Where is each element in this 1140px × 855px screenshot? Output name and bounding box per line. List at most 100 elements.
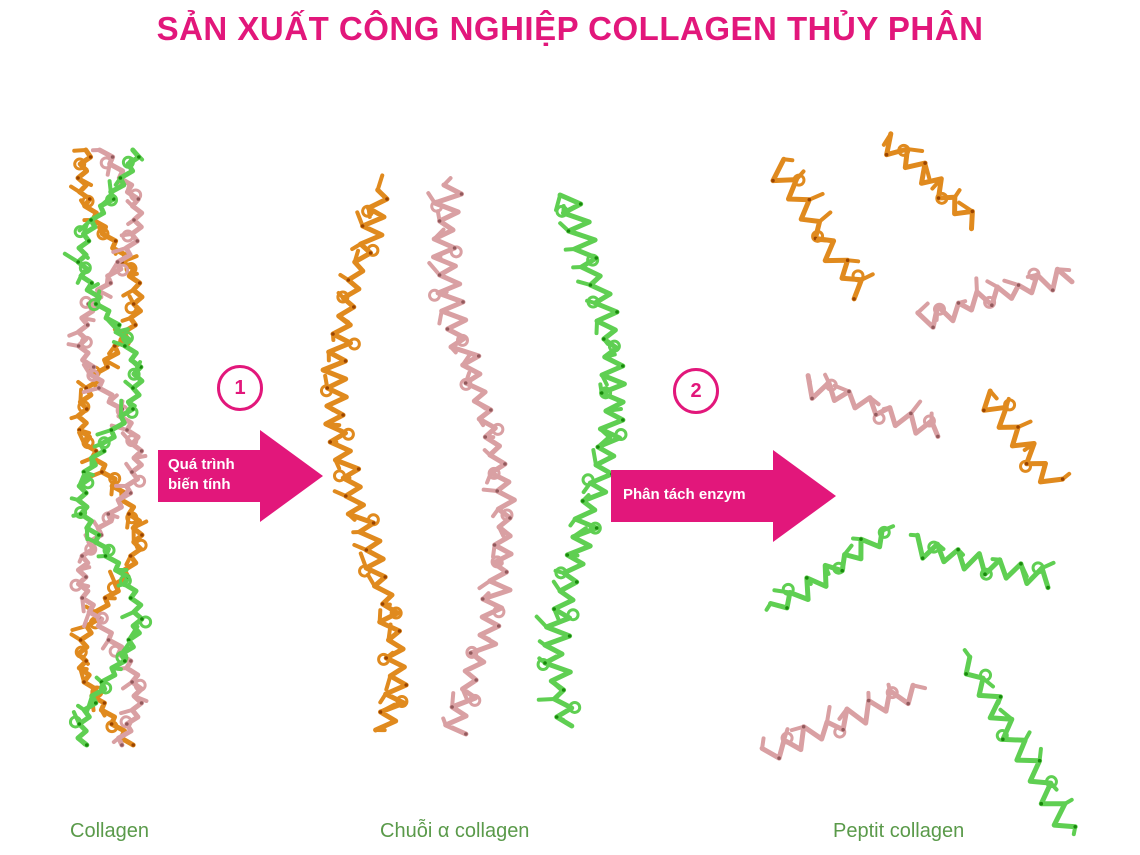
- peptide-fragment-2-side-stick: [930, 176, 944, 191]
- alpha-chain-pink-side-stick: [432, 227, 446, 241]
- alpha-chain-green-side-stick: [536, 697, 557, 702]
- peptide-fragment-8-ring: [780, 731, 794, 745]
- helix-strand-3-atom: [93, 701, 98, 705]
- helix-strand-1-ring: [108, 472, 122, 486]
- helix-strand-1-ring: [125, 511, 139, 525]
- helix-strand-1-atom: [84, 407, 89, 411]
- alpha-chain-green-side-stick: [576, 279, 593, 287]
- alpha-chain-green-side-stick: [552, 607, 561, 623]
- helix-strand-2-ring: [116, 263, 130, 277]
- helix-strand-1-side-stick: [109, 484, 115, 497]
- peptide-fragment-7-side-stick: [1018, 561, 1029, 579]
- helix-strand-1-side-stick: [99, 708, 107, 718]
- helix-strand-2-atom: [135, 239, 140, 243]
- peptide-fragment-2-ring: [897, 143, 911, 157]
- helix-strand-3-side-stick: [85, 694, 94, 713]
- step-2-label: Phân tách enzym: [623, 486, 746, 503]
- peptide-fragment-5-atom: [982, 408, 986, 413]
- peptide-fragment-5-side-stick: [988, 388, 999, 401]
- alpha-chain-orange-ring: [389, 606, 403, 620]
- helix-strand-3-atom: [89, 281, 94, 285]
- peptide-fragment-7-side-stick: [977, 551, 986, 569]
- peptide-fragment-2-atom: [923, 161, 927, 165]
- helix-strand-3-side-stick: [77, 472, 86, 488]
- peptide-fragment-2-atom: [884, 152, 889, 157]
- helix-strand-3-atom: [123, 344, 127, 348]
- peptide-fragment-9-atom: [998, 694, 1003, 699]
- peptide-fragment-4-atom: [909, 411, 913, 416]
- alpha-chain-orange-side-stick: [355, 210, 365, 228]
- collagen-triple-helix: [62, 147, 153, 748]
- alpha-chain-green-side-stick: [598, 427, 613, 440]
- alpha-chain-green-ring: [614, 427, 628, 441]
- alpha-chain-pink-atom: [463, 381, 468, 385]
- alpha-chain-green-atom: [621, 418, 625, 422]
- helix-strand-1-ring: [73, 157, 87, 171]
- helix-strand-3-atom: [131, 407, 135, 411]
- peptide-fragment-3-atom: [956, 301, 961, 305]
- peptide-fragment-1-ring: [851, 269, 865, 283]
- helix-strand-2-atom: [76, 344, 81, 348]
- helix-strand-3-ring: [81, 476, 95, 490]
- peptide-fragment-1-side-stick: [815, 237, 836, 243]
- peptide-fragment-9-side-stick: [1023, 730, 1032, 743]
- helix-strand-3-atom: [128, 596, 133, 600]
- helix-strand-1-side-stick: [79, 198, 87, 208]
- peptide-fragment-8-side-stick: [837, 707, 849, 721]
- peptide-fragment-2-side-stick: [881, 131, 893, 147]
- helix-strand-3-side-stick: [86, 536, 98, 544]
- peptide-fragment-1-side-stick: [807, 191, 825, 202]
- helix-strand-2-side-stick: [116, 489, 130, 502]
- helix-strand-3-ring: [73, 225, 87, 239]
- alpha-chain-pink-atom: [459, 192, 464, 196]
- helix-strand-2-ring: [86, 368, 100, 382]
- peptide-fragment-3-side-stick: [985, 279, 1000, 289]
- alpha-chain-orange-atom: [343, 359, 348, 363]
- peptide-fragment-9-ring: [1044, 775, 1058, 789]
- alpha-chain-pink: [426, 176, 517, 737]
- helix-strand-3-atom: [76, 260, 80, 264]
- alpha-chain-green-ring: [588, 521, 602, 535]
- peptide-fragment-9-atom: [1039, 801, 1044, 806]
- helix-strand-3-side-stick: [76, 736, 87, 747]
- alpha-chain-green-atom: [567, 634, 572, 638]
- peptide-fragment-3-backbone: [915, 266, 1075, 330]
- helix-strand-1-side-stick: [120, 316, 133, 323]
- alpha-chain-orange-side-stick: [378, 702, 397, 714]
- alpha-chain-pink-side-stick: [478, 633, 492, 642]
- alpha-chain-pink-side-stick: [477, 417, 486, 428]
- peptide-fragment-9-atom: [964, 672, 968, 676]
- peptide-fragment-1-atom: [771, 178, 775, 183]
- helix-strand-1-ring: [134, 538, 148, 552]
- helix-strand-3-side-stick: [98, 193, 115, 208]
- helix-strand-2-atom: [139, 449, 144, 453]
- alpha-chain-green-atom: [566, 229, 571, 233]
- helix-strand-1-atom: [87, 197, 92, 201]
- alpha-chain-pink-atom: [437, 219, 442, 223]
- alpha-chain-pink-atom: [496, 624, 501, 628]
- helix-strand-3-ring: [87, 298, 101, 312]
- peptide-fragment-4-side-stick: [868, 395, 881, 407]
- alpha-chain-orange-atom: [384, 656, 389, 660]
- helix-strand-1-side-stick: [86, 470, 104, 480]
- alpha-chain-green-side-stick: [603, 407, 623, 413]
- peptide-fragment-3-atom: [931, 325, 935, 330]
- alpha-chain-pink-backbone: [431, 182, 517, 737]
- peptide-fragment-4-side-stick: [908, 399, 923, 416]
- alpha-chain-orange-side-stick: [375, 173, 385, 192]
- helix-strand-1-atom: [94, 449, 98, 453]
- page-title: SẢN XUẤT CÔNG NGHIỆP COLLAGEN THỦY PHÂN: [156, 10, 984, 47]
- alpha-chain-green-ring: [581, 473, 595, 487]
- helix-strand-3-ring: [118, 574, 132, 588]
- peptide-fragment-7-atom: [1046, 585, 1050, 590]
- peptide-fragment-8-atom: [777, 756, 781, 760]
- helix-strand-2-ring: [95, 611, 109, 625]
- peptide-fragment-1-side-stick: [781, 157, 795, 163]
- alpha-chain-orange-atom: [344, 494, 348, 498]
- helix-strand-1-atom: [102, 701, 107, 705]
- alpha-chain-pink-side-stick: [460, 351, 473, 367]
- helix-strand-3-atom: [103, 554, 108, 558]
- alpha-chain-green-side-stick: [563, 247, 577, 252]
- peptide-fragment-3-side-stick: [1055, 267, 1072, 273]
- helix-strand-2-atom: [130, 470, 134, 474]
